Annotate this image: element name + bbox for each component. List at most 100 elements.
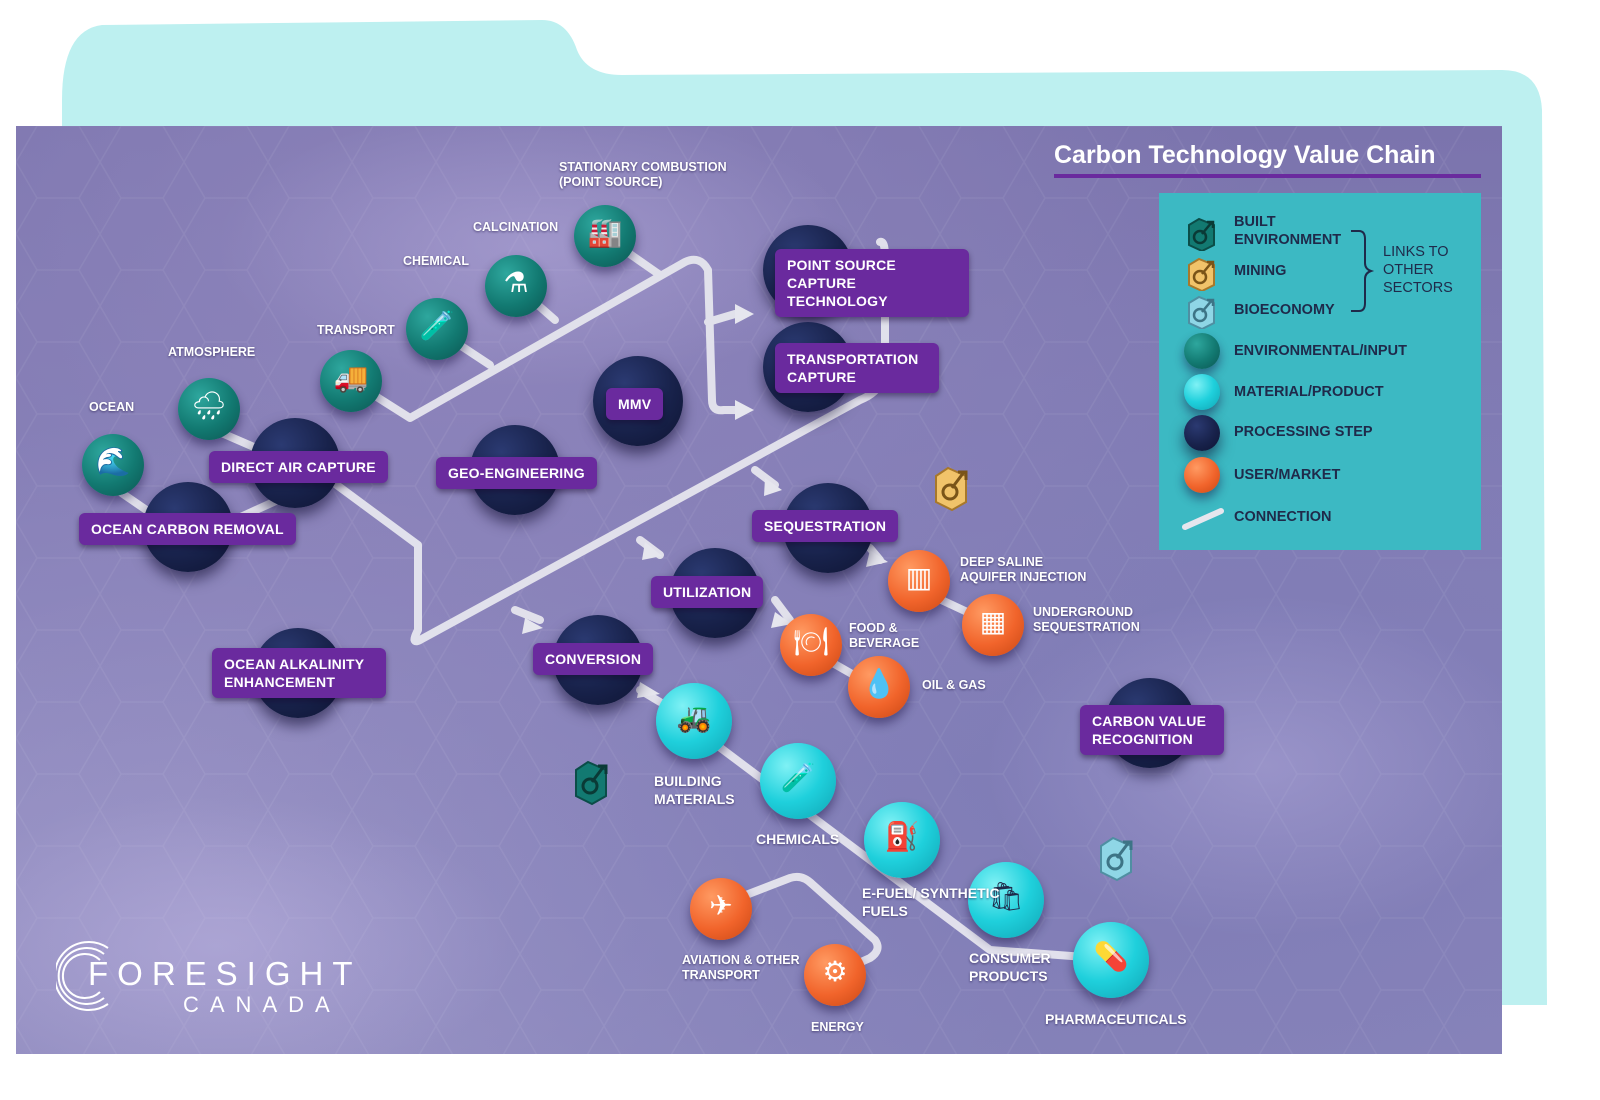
user-market-swatch bbox=[1184, 457, 1220, 493]
node-transport[interactable]: 🚚 bbox=[320, 350, 382, 412]
tag-text: CARBON VALUE RECOGNITION bbox=[1092, 713, 1207, 747]
legend-label: MATERIAL/PRODUCT bbox=[1234, 384, 1384, 400]
pipe-transport-to-transportation-capture bbox=[346, 255, 744, 422]
tag-utilization[interactable]: UTILIZATION bbox=[651, 576, 764, 608]
flask-icon: 🧪 bbox=[780, 762, 816, 794]
tag-transportation-capture[interactable]: TRANSPORTATION CAPTURE bbox=[775, 343, 939, 393]
mining-link-icon bbox=[1188, 257, 1215, 291]
tag-ocean-carbon-removal[interactable]: OCEAN CARBON REMOVAL bbox=[79, 513, 296, 545]
factory-icon: 🏭 bbox=[587, 217, 623, 249]
energy-gear-icon: ⚙ bbox=[822, 956, 848, 988]
label-deep-saline: DEEP SALINE AQUIFER INJECTION bbox=[960, 555, 1087, 584]
legend-label: MINING bbox=[1234, 263, 1287, 279]
legend-label: BIOECONOMY bbox=[1234, 302, 1335, 318]
legend-row-bioeconomy: BIOECONOMY bbox=[1159, 293, 1481, 329]
excavator-icon: 🚜 bbox=[676, 702, 712, 734]
node-stationary-combustion[interactable]: 🏭 bbox=[574, 205, 636, 267]
tag-ocean-alkalinity[interactable]: OCEAN ALKALINITY ENHANCEMENT bbox=[212, 648, 386, 698]
node-ocean[interactable]: 🌊 bbox=[82, 434, 144, 496]
legend-row-user: USER/MARKET bbox=[1159, 457, 1481, 493]
legend-row-processing: PROCESSING STEP bbox=[1159, 415, 1481, 451]
legend-links-note: LINKS TO OTHER SECTORS bbox=[1383, 244, 1453, 296]
legend-brace bbox=[1351, 230, 1375, 312]
airplane-icon: ✈ bbox=[709, 890, 733, 922]
label-pharma: PHARMACEUTICALS bbox=[1045, 1011, 1187, 1027]
label-transport: TRANSPORT bbox=[317, 323, 395, 337]
diagram-title: Carbon Technology Value Chain bbox=[1054, 141, 1436, 169]
pipe-fuel-outputs bbox=[716, 872, 882, 979]
legend-row-built-environment: BUILT ENVIRONMENT bbox=[1159, 213, 1481, 251]
label-food: FOOD & BEVERAGE bbox=[849, 621, 920, 650]
tag-text: OCEAN ALKALINITY ENHANCEMENT bbox=[224, 656, 365, 690]
label-energy: ENERGY bbox=[811, 1020, 864, 1034]
environmental-input-swatch bbox=[1184, 333, 1220, 369]
foresight-canada-logo[interactable]: FORESIGHT CANADA bbox=[56, 934, 356, 1018]
legend-row-environmental: ENVIRONMENTAL/INPUT bbox=[1159, 333, 1481, 369]
legend-label: PROCESSING STEP bbox=[1234, 424, 1373, 440]
truck-icon: 🚚 bbox=[333, 362, 369, 394]
legend-row-material: MATERIAL/PRODUCT bbox=[1159, 374, 1481, 410]
built-environment-link-icon[interactable] bbox=[570, 756, 614, 806]
tag-sequestration[interactable]: SEQUESTRATION bbox=[752, 510, 899, 542]
node-atmosphere[interactable]: 🌧 bbox=[178, 378, 240, 440]
label-consumer: CONSUMER PRODUCTS bbox=[969, 950, 1051, 984]
title-underline bbox=[1054, 174, 1481, 178]
flask-icon: 🧪 bbox=[419, 310, 455, 342]
legend-label: BUILT ENVIRONMENT bbox=[1234, 214, 1342, 248]
node-chemical[interactable]: 🧪 bbox=[406, 298, 468, 360]
plate-cutlery-icon: 🍽 bbox=[793, 626, 829, 658]
label-calcination: CALCINATION bbox=[473, 220, 559, 234]
legend: BUILT ENVIRONMENT MINING BIOECONOMY LINK… bbox=[1159, 193, 1481, 550]
tag-text: POINT SOURCE CAPTURE TECHNOLOGY bbox=[787, 257, 896, 309]
built-environment-link-icon bbox=[1188, 217, 1215, 251]
label-chemical: CHEMICAL bbox=[403, 254, 469, 268]
node-oil-gas[interactable]: 💧 bbox=[848, 656, 910, 718]
node-aviation[interactable]: ✈ bbox=[690, 878, 752, 940]
tag-conversion[interactable]: CONVERSION bbox=[533, 643, 654, 675]
wave-icon: 🌊 bbox=[95, 446, 131, 478]
legend-label: USER/MARKET bbox=[1234, 467, 1341, 483]
legend-label: ENVIRONMENTAL/INPUT bbox=[1234, 343, 1407, 359]
legend-row-connection: CONNECTION bbox=[1159, 501, 1481, 535]
cloud-rain-icon: 🌧 bbox=[191, 390, 227, 422]
tag-direct-air-capture[interactable]: DIRECT AIR CAPTURE bbox=[209, 451, 388, 483]
kiln-icon: ⚗ bbox=[503, 267, 529, 299]
tag-point-source-capture[interactable]: POINT SOURCE CAPTURE TECHNOLOGY bbox=[775, 249, 969, 317]
node-building-materials[interactable]: 🚜 bbox=[656, 683, 732, 759]
label-efuel: E-FUEL/ SYNTHETIC FUELS bbox=[862, 885, 1000, 919]
legend-label: CONNECTION bbox=[1234, 509, 1332, 525]
logo-ring-icon bbox=[56, 941, 109, 1011]
tag-text: TRANSPORTATION CAPTURE bbox=[787, 351, 919, 385]
node-energy[interactable]: ⚙ bbox=[804, 944, 866, 1006]
node-chemicals[interactable]: 🧪 bbox=[760, 743, 836, 819]
node-pharma[interactable]: 💊 bbox=[1073, 922, 1149, 998]
node-underground[interactable]: ▦ bbox=[962, 594, 1024, 656]
mining-link-icon[interactable] bbox=[930, 462, 974, 512]
node-efuel[interactable]: ⛽ bbox=[864, 802, 940, 878]
node-deep-saline[interactable]: ▥ bbox=[888, 550, 950, 612]
aquifer-icon: ▥ bbox=[905, 562, 933, 594]
label-stationary-combustion: STATIONARY COMBUSTION (POINT SOURCE) bbox=[559, 160, 727, 189]
tag-geo-engineering[interactable]: GEO-ENGINEERING bbox=[436, 457, 597, 489]
label-underground: UNDERGROUND SEQUESTRATION bbox=[1033, 605, 1140, 634]
node-consumer[interactable]: 🛍 bbox=[968, 862, 1044, 938]
oil-drop-icon: 💧 bbox=[861, 668, 897, 700]
pill-icon: 💊 bbox=[1093, 941, 1129, 973]
label-chemicals: CHEMICALS bbox=[756, 831, 840, 847]
material-product-swatch bbox=[1184, 374, 1220, 410]
label-building-materials: BUILDING MATERIALS bbox=[654, 773, 735, 807]
connection-line-swatch bbox=[1182, 508, 1224, 530]
tag-mmv[interactable]: MMV bbox=[606, 388, 664, 420]
label-atmosphere: ATMOSPHERE bbox=[168, 345, 256, 359]
bioeconomy-link-icon[interactable] bbox=[1095, 832, 1139, 882]
label-oil-gas: OIL & GAS bbox=[922, 678, 986, 692]
label-aviation: AVIATION & OTHER TRANSPORT bbox=[682, 953, 800, 982]
underground-icon: ▦ bbox=[979, 606, 1007, 638]
node-food[interactable]: 🍽 bbox=[780, 614, 842, 676]
node-calcination[interactable]: ⚗ bbox=[485, 255, 547, 317]
tag-carbon-value[interactable]: CARBON VALUE RECOGNITION bbox=[1080, 705, 1224, 755]
legend-row-mining: MINING bbox=[1159, 255, 1481, 291]
shopping-bag-icon: 🛍 bbox=[988, 881, 1024, 913]
logo-sub-text: CANADA bbox=[183, 992, 341, 1017]
bioeconomy-link-icon bbox=[1188, 295, 1215, 329]
